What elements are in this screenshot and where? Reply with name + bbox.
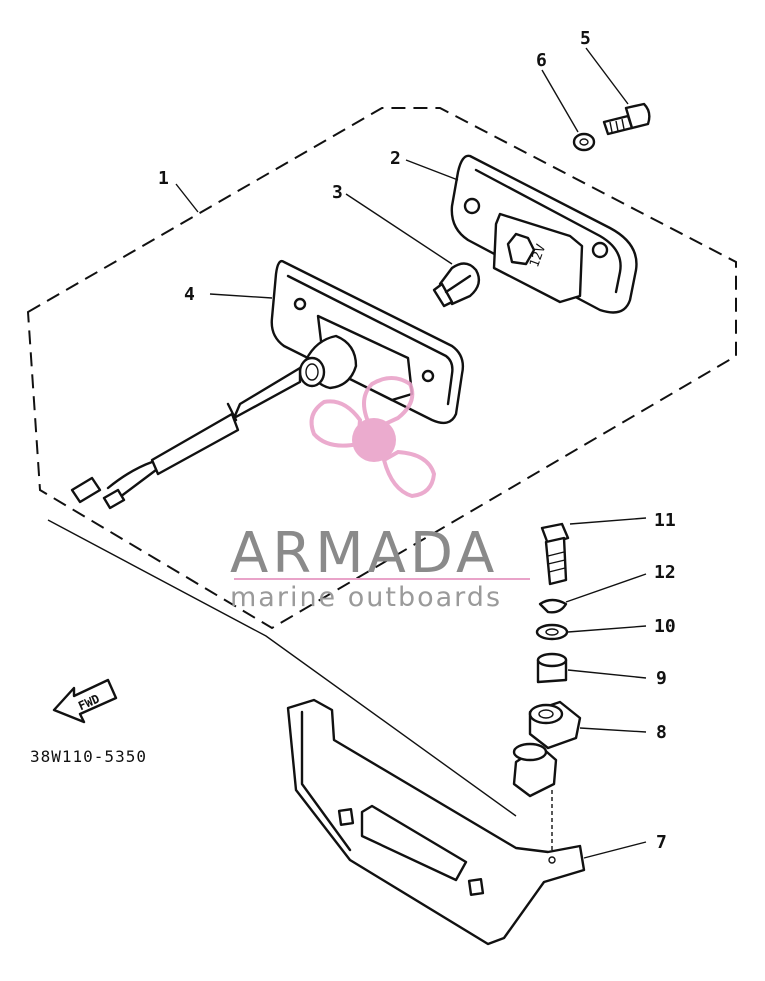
callout-10: 10 <box>654 616 676 637</box>
wire-cable <box>70 366 302 510</box>
flat-washer <box>535 623 569 641</box>
callout-6: 6 <box>536 50 547 71</box>
watermark-tagline: marine outboards <box>230 582 502 613</box>
callout-11: 11 <box>654 510 676 531</box>
mounting-bracket <box>286 698 586 946</box>
callout-2: 2 <box>390 148 401 169</box>
callout-1: 1 <box>158 168 169 189</box>
lamp-base <box>270 260 465 425</box>
collar <box>536 652 568 684</box>
washer-small <box>572 132 596 152</box>
leader-lines <box>47 47 647 859</box>
callout-3: 3 <box>332 182 343 203</box>
fwd-arrow-icon: FWD <box>52 678 118 724</box>
callout-4: 4 <box>184 284 195 305</box>
callout-5: 5 <box>580 28 591 49</box>
callout-7: 7 <box>656 832 667 853</box>
armada-propeller-logo <box>309 376 437 499</box>
clamp <box>512 700 582 798</box>
bolt <box>540 522 570 586</box>
screw <box>602 102 651 136</box>
callout-8: 8 <box>656 722 667 743</box>
part-code: 38W110-5350 <box>30 747 147 766</box>
assembly-boundary <box>26 107 737 630</box>
callout-9: 9 <box>656 668 667 689</box>
callout-12: 12 <box>654 562 676 583</box>
lens-housing: 12V <box>450 154 638 314</box>
watermark-brand: ARMADA <box>230 521 498 586</box>
spring-washer <box>538 598 568 614</box>
bulb <box>432 262 481 308</box>
